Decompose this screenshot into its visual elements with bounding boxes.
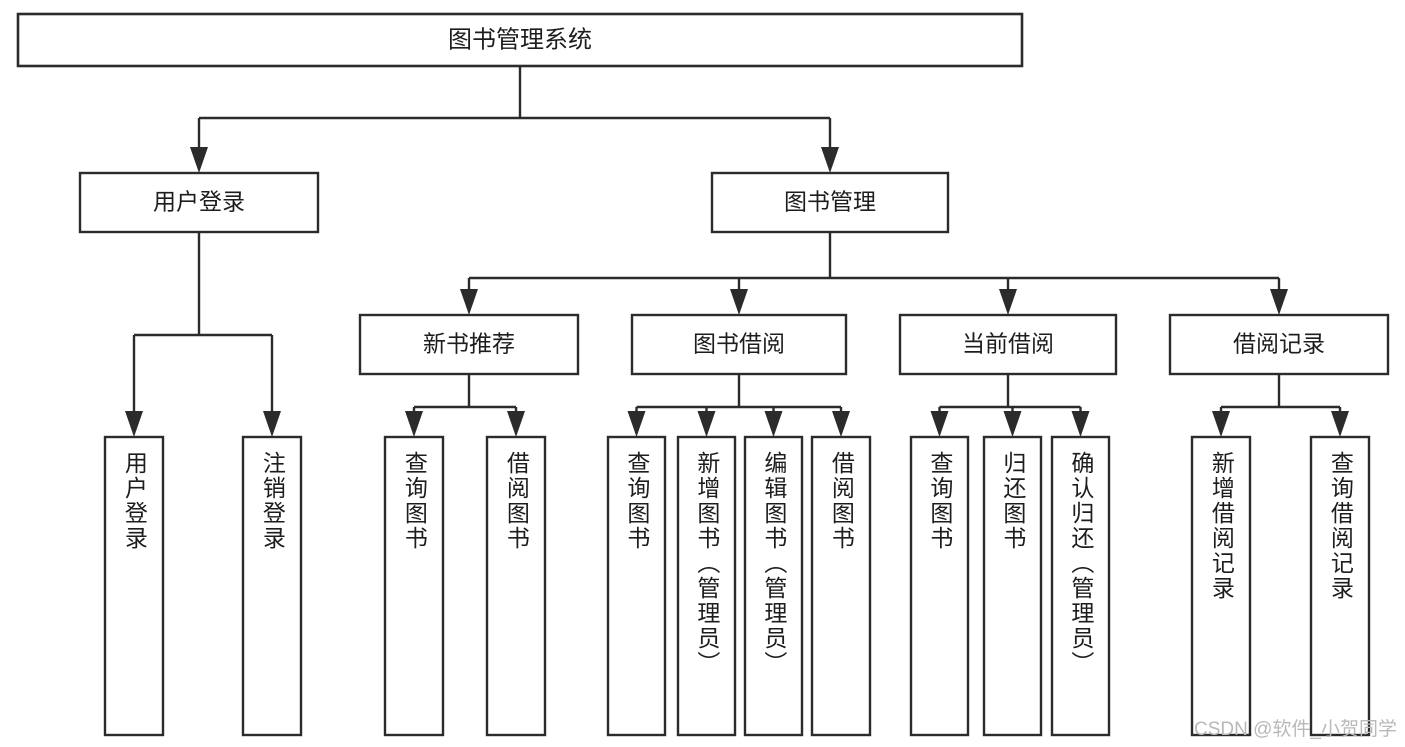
level2-node-0[interactable] [78, 171, 320, 234]
level3-node-1-label: 图书借阅 [693, 331, 785, 357]
level2-node-1-label: 图书管理 [784, 189, 876, 215]
node-box-layer [16, 12, 1390, 737]
level3-node-3[interactable] [1168, 313, 1390, 376]
level3-node-1[interactable] [630, 313, 848, 376]
arrow-head-icon [627, 411, 646, 437]
level3-node-2[interactable] [898, 313, 1118, 376]
root-node-label: 图书管理系统 [448, 26, 592, 53]
leaf-node-box[interactable] [606, 435, 667, 737]
arrow-head-icon [460, 289, 478, 315]
leaf-node-box[interactable] [485, 435, 547, 737]
arrow-head-icon [125, 411, 143, 437]
arrow-head-icon [832, 411, 850, 437]
arrow-head-icon [999, 289, 1017, 315]
leaf-node-box[interactable] [1309, 435, 1371, 737]
level3-node-0[interactable] [358, 313, 580, 376]
leaf-node-box[interactable] [103, 435, 165, 737]
level3-node-3-label: 借阅记录 [1233, 331, 1325, 357]
arrow-head-icon [507, 411, 525, 437]
arrow-head-icon [1331, 411, 1349, 437]
level2-node-0-label: 用户登录 [153, 189, 245, 215]
arrow-head-icon [1071, 411, 1090, 437]
level3-node-2-label: 当前借阅 [962, 331, 1054, 357]
leaf-node-box[interactable] [383, 435, 445, 737]
arrow-head-icon [1212, 411, 1230, 437]
leaf-node-box[interactable] [982, 435, 1043, 737]
arrow-head-icon [405, 411, 423, 437]
arrow-head-icon [764, 411, 783, 437]
arrow-head-icon [190, 147, 208, 173]
arrow-head-icon [821, 147, 839, 173]
leaf-node-box[interactable] [1190, 435, 1252, 737]
arrow-head-icon [263, 411, 281, 437]
leaf-node-box[interactable] [743, 435, 804, 737]
leaf-node-box[interactable] [810, 435, 872, 737]
level3-node-0-label: 新书推荐 [423, 331, 515, 357]
leaf-node-box[interactable] [241, 435, 303, 737]
connector-layer [125, 66, 1349, 437]
arrow-head-icon [1003, 411, 1022, 437]
root-node[interactable] [16, 12, 1024, 68]
leaf-node-box[interactable] [1050, 435, 1111, 737]
level2-node-1[interactable] [710, 171, 950, 234]
leaf-node-box[interactable] [676, 435, 737, 737]
leaf-node-box[interactable] [909, 435, 970, 737]
arrow-head-icon [930, 411, 949, 437]
arrow-head-icon [730, 289, 748, 315]
arrow-head-icon [697, 411, 716, 437]
arrow-head-icon [1270, 289, 1288, 315]
